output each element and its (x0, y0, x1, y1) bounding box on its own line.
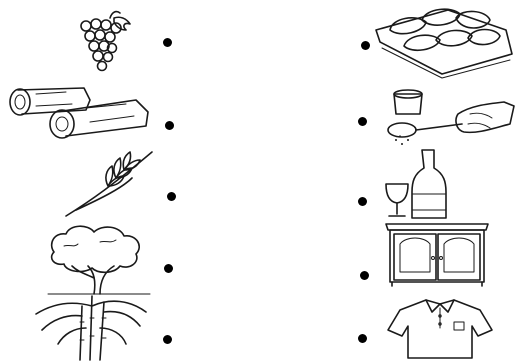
tree-icon (44, 222, 154, 296)
left-dot-5[interactable] (163, 335, 172, 344)
right-dot-3[interactable] (358, 197, 367, 206)
left-dot-2[interactable] (165, 121, 174, 130)
grapes-icon (68, 10, 148, 76)
left-dot-1[interactable] (163, 38, 172, 47)
right-dot-5[interactable] (358, 334, 367, 343)
left-dot-4[interactable] (164, 264, 173, 273)
logs-icon (6, 82, 156, 144)
cupboard-icon (382, 222, 492, 288)
sugar-spoon-icon (374, 84, 516, 150)
left-dot-3[interactable] (167, 192, 176, 201)
right-dot-4[interactable] (360, 271, 369, 280)
wheat-icon (62, 148, 158, 218)
sugarcane-icon (30, 292, 150, 362)
right-dot-2[interactable] (358, 117, 367, 126)
wine-bottle-glass-icon (384, 148, 454, 220)
bread-basket-icon (370, 4, 516, 78)
shirt-icon (386, 294, 496, 360)
right-dot-1[interactable] (361, 41, 370, 50)
